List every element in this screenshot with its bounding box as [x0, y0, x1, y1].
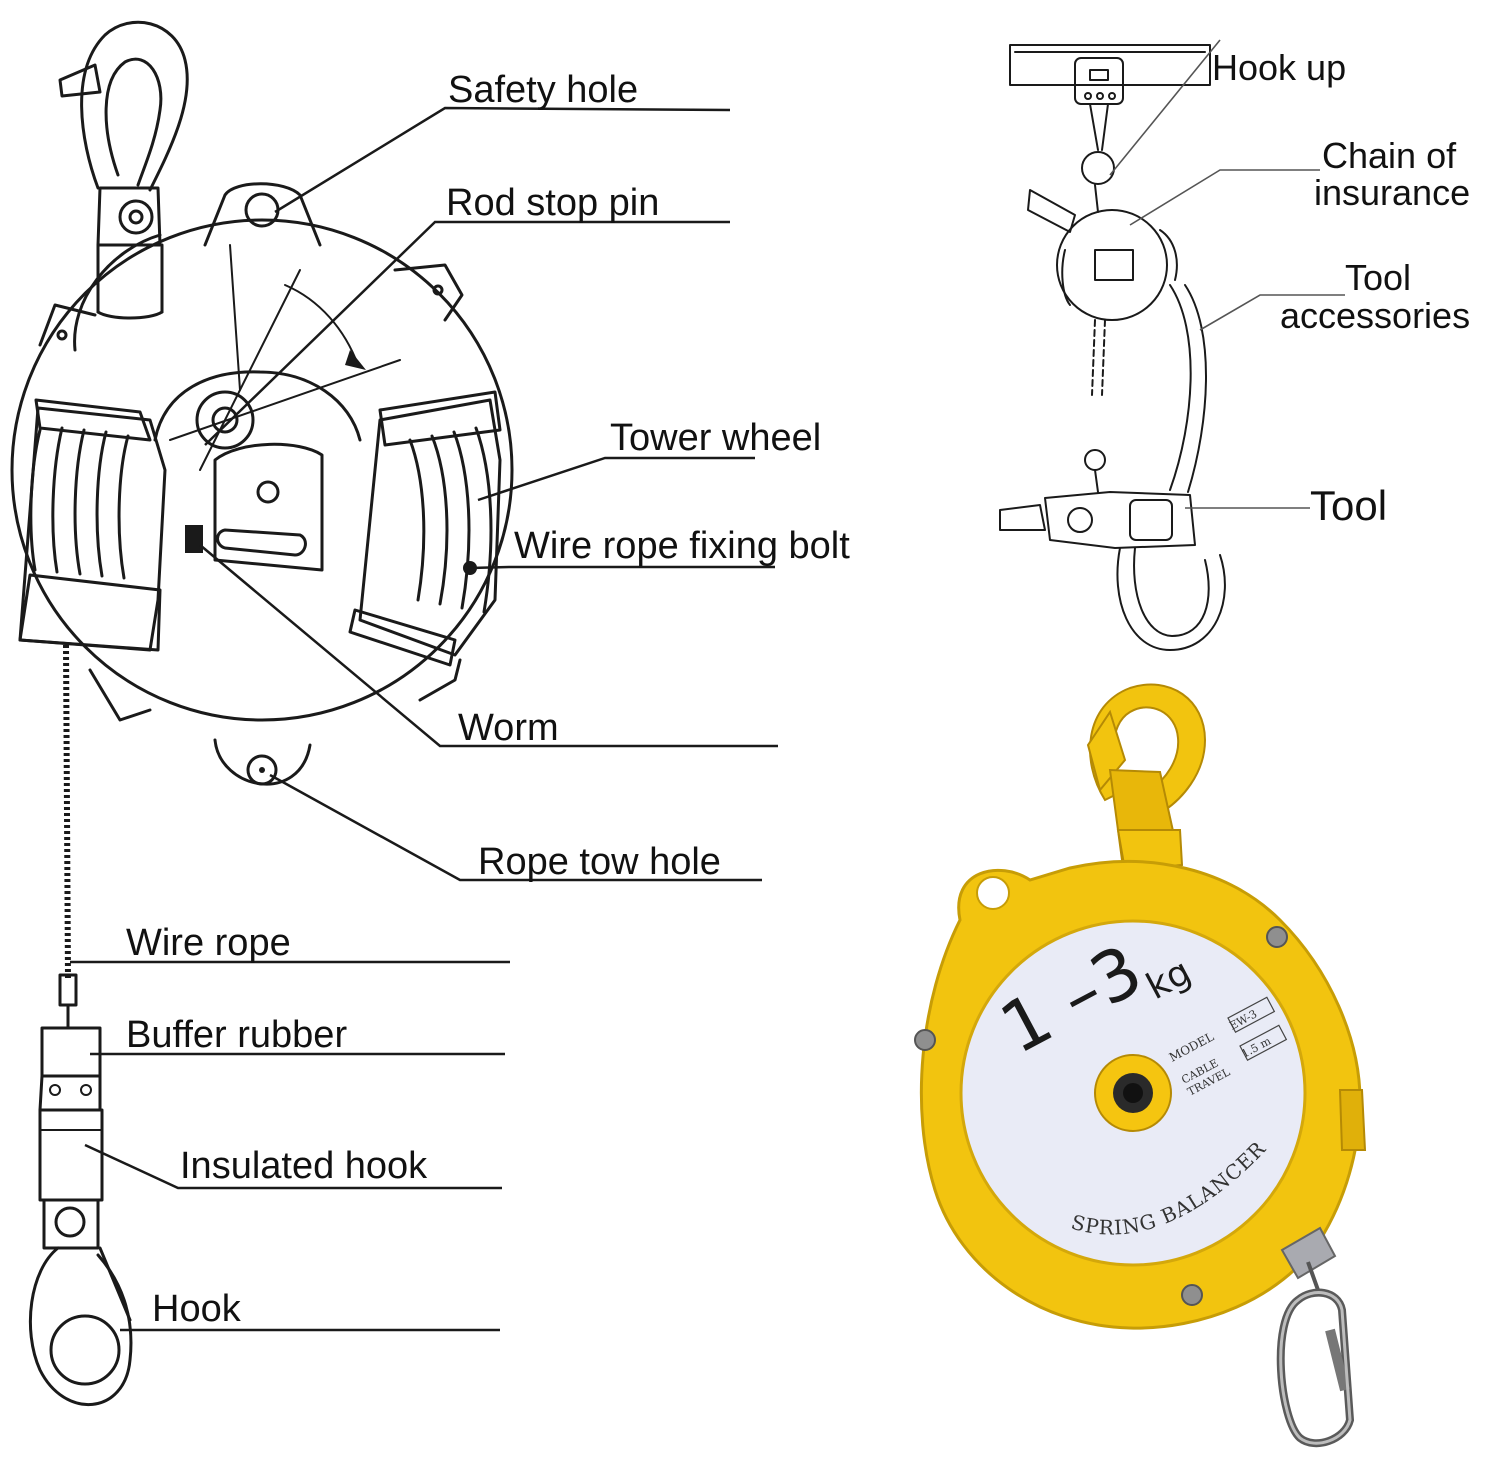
label-hook-up: Hook up [1212, 47, 1346, 88]
leader-worm [199, 544, 778, 748]
leader-chain-of-insurance [1129, 169, 1320, 226]
housing [10, 182, 514, 786]
label-safety-hole: Safety hole [448, 69, 638, 111]
leader-rod-stop-pin [204, 220, 730, 446]
product-cable-box [1239, 1024, 1288, 1061]
left-labels: Safety hole Rod stop pin Tower wheel Wir… [126, 69, 850, 1330]
spring-coils-right [348, 390, 502, 667]
balancer-line-drawing [10, 20, 514, 1406]
product-hook [1086, 683, 1207, 872]
hub [153, 244, 401, 572]
label-chain-of-insurance-line1: Chain of [1322, 135, 1457, 176]
spring-coils-left [18, 398, 167, 652]
right-labels: Hook up Chain of insurance Tool accessor… [1212, 47, 1470, 529]
leader-hook-up [1109, 39, 1221, 176]
leader-insulated-hook [84, 1143, 502, 1190]
lower-assembly [28, 1026, 133, 1406]
left-leader-lines [70, 106, 778, 1332]
label-insulated-hook: Insulated hook [180, 1145, 428, 1187]
leader-wire-rope-fixing-bolt [469, 565, 775, 570]
label-tool-accessories-line1: Tool [1345, 257, 1411, 298]
label-rod-stop-pin: Rod stop pin [446, 182, 659, 224]
product-carabiner [1276, 1226, 1355, 1448]
usage-line-drawing [999, 44, 1226, 651]
leader-safety-hole [274, 106, 731, 214]
label-wire-rope: Wire rope [126, 922, 291, 964]
top-hook [58, 20, 189, 247]
leader-rope-tow-hole [269, 773, 762, 882]
label-rope-tow-hole: Rope tow hole [478, 841, 721, 883]
label-tower-wheel: Tower wheel [610, 417, 821, 459]
label-wire-rope-fixing-bolt: Wire rope fixing bolt [514, 525, 850, 567]
product-housing [914, 860, 1367, 1330]
label-buffer-rubber: Buffer rubber [126, 1014, 347, 1056]
product-model-box [1227, 996, 1276, 1033]
leader-tool-accessories [1199, 294, 1345, 331]
label-worm: Worm [458, 707, 559, 749]
label-chain-of-insurance-line2: insurance [1314, 172, 1470, 213]
wire-rope-drawing [58, 644, 78, 1030]
leader-tower-wheel [477, 456, 755, 502]
label-tool: Tool [1310, 482, 1387, 529]
label-hook: Hook [152, 1288, 242, 1330]
product-photo: 1 –3 kg MODEL EW-3 CABLE TRAVEL 1.5 m SP… [914, 683, 1367, 1448]
right-leader-lines [1109, 39, 1345, 509]
label-tool-accessories-line2: accessories [1280, 295, 1470, 336]
